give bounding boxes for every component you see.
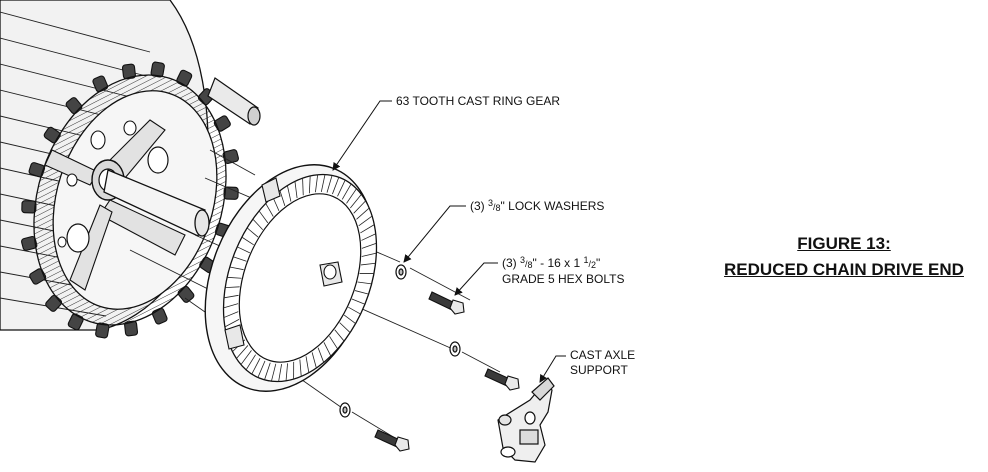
label-lock-washers: (3) 3/8" LOCK WASHERS (470, 198, 605, 215)
hex-bolt (484, 368, 520, 391)
lock-washer (339, 402, 351, 418)
label-hex-bolts: (3) 3/8" - 16 x 1 1/2" GRADE 5 HEX BOLTS (502, 255, 625, 286)
label-lock-washers-prefix: (3) (470, 199, 488, 213)
fraction-three-eighths: 3/8 (520, 255, 533, 270)
label-ring-gear: 63 TOOTH CAST RING GEAR (396, 94, 561, 108)
hex-bolt (374, 429, 410, 452)
figure-title-line2: REDUCED CHAIN DRIVE END (724, 260, 964, 279)
fraction-three-eighths: 3/8 (488, 198, 501, 213)
figure-title: FIGURE 13: REDUCED CHAIN DRIVE END (706, 231, 982, 283)
lock-washer (449, 341, 461, 357)
fraction-one-half: 1/2 (583, 255, 597, 270)
upper-shaft (207, 77, 261, 126)
cast-axle-support (497, 377, 555, 463)
label-hex-bolts-grade: GRADE 5 HEX BOLTS (502, 272, 625, 286)
figure-title-line1: FIGURE 13: (797, 234, 891, 253)
hex-bolt (428, 291, 465, 315)
axle-shaft (103, 169, 210, 237)
label-axle-support: CAST AXLE SUPPORT (570, 348, 636, 377)
label-lock-washers-suffix: " LOCK WASHERS (500, 199, 605, 213)
ring-gear (204, 164, 378, 392)
lock-washer (395, 264, 407, 280)
leader-lines (332, 100, 566, 383)
